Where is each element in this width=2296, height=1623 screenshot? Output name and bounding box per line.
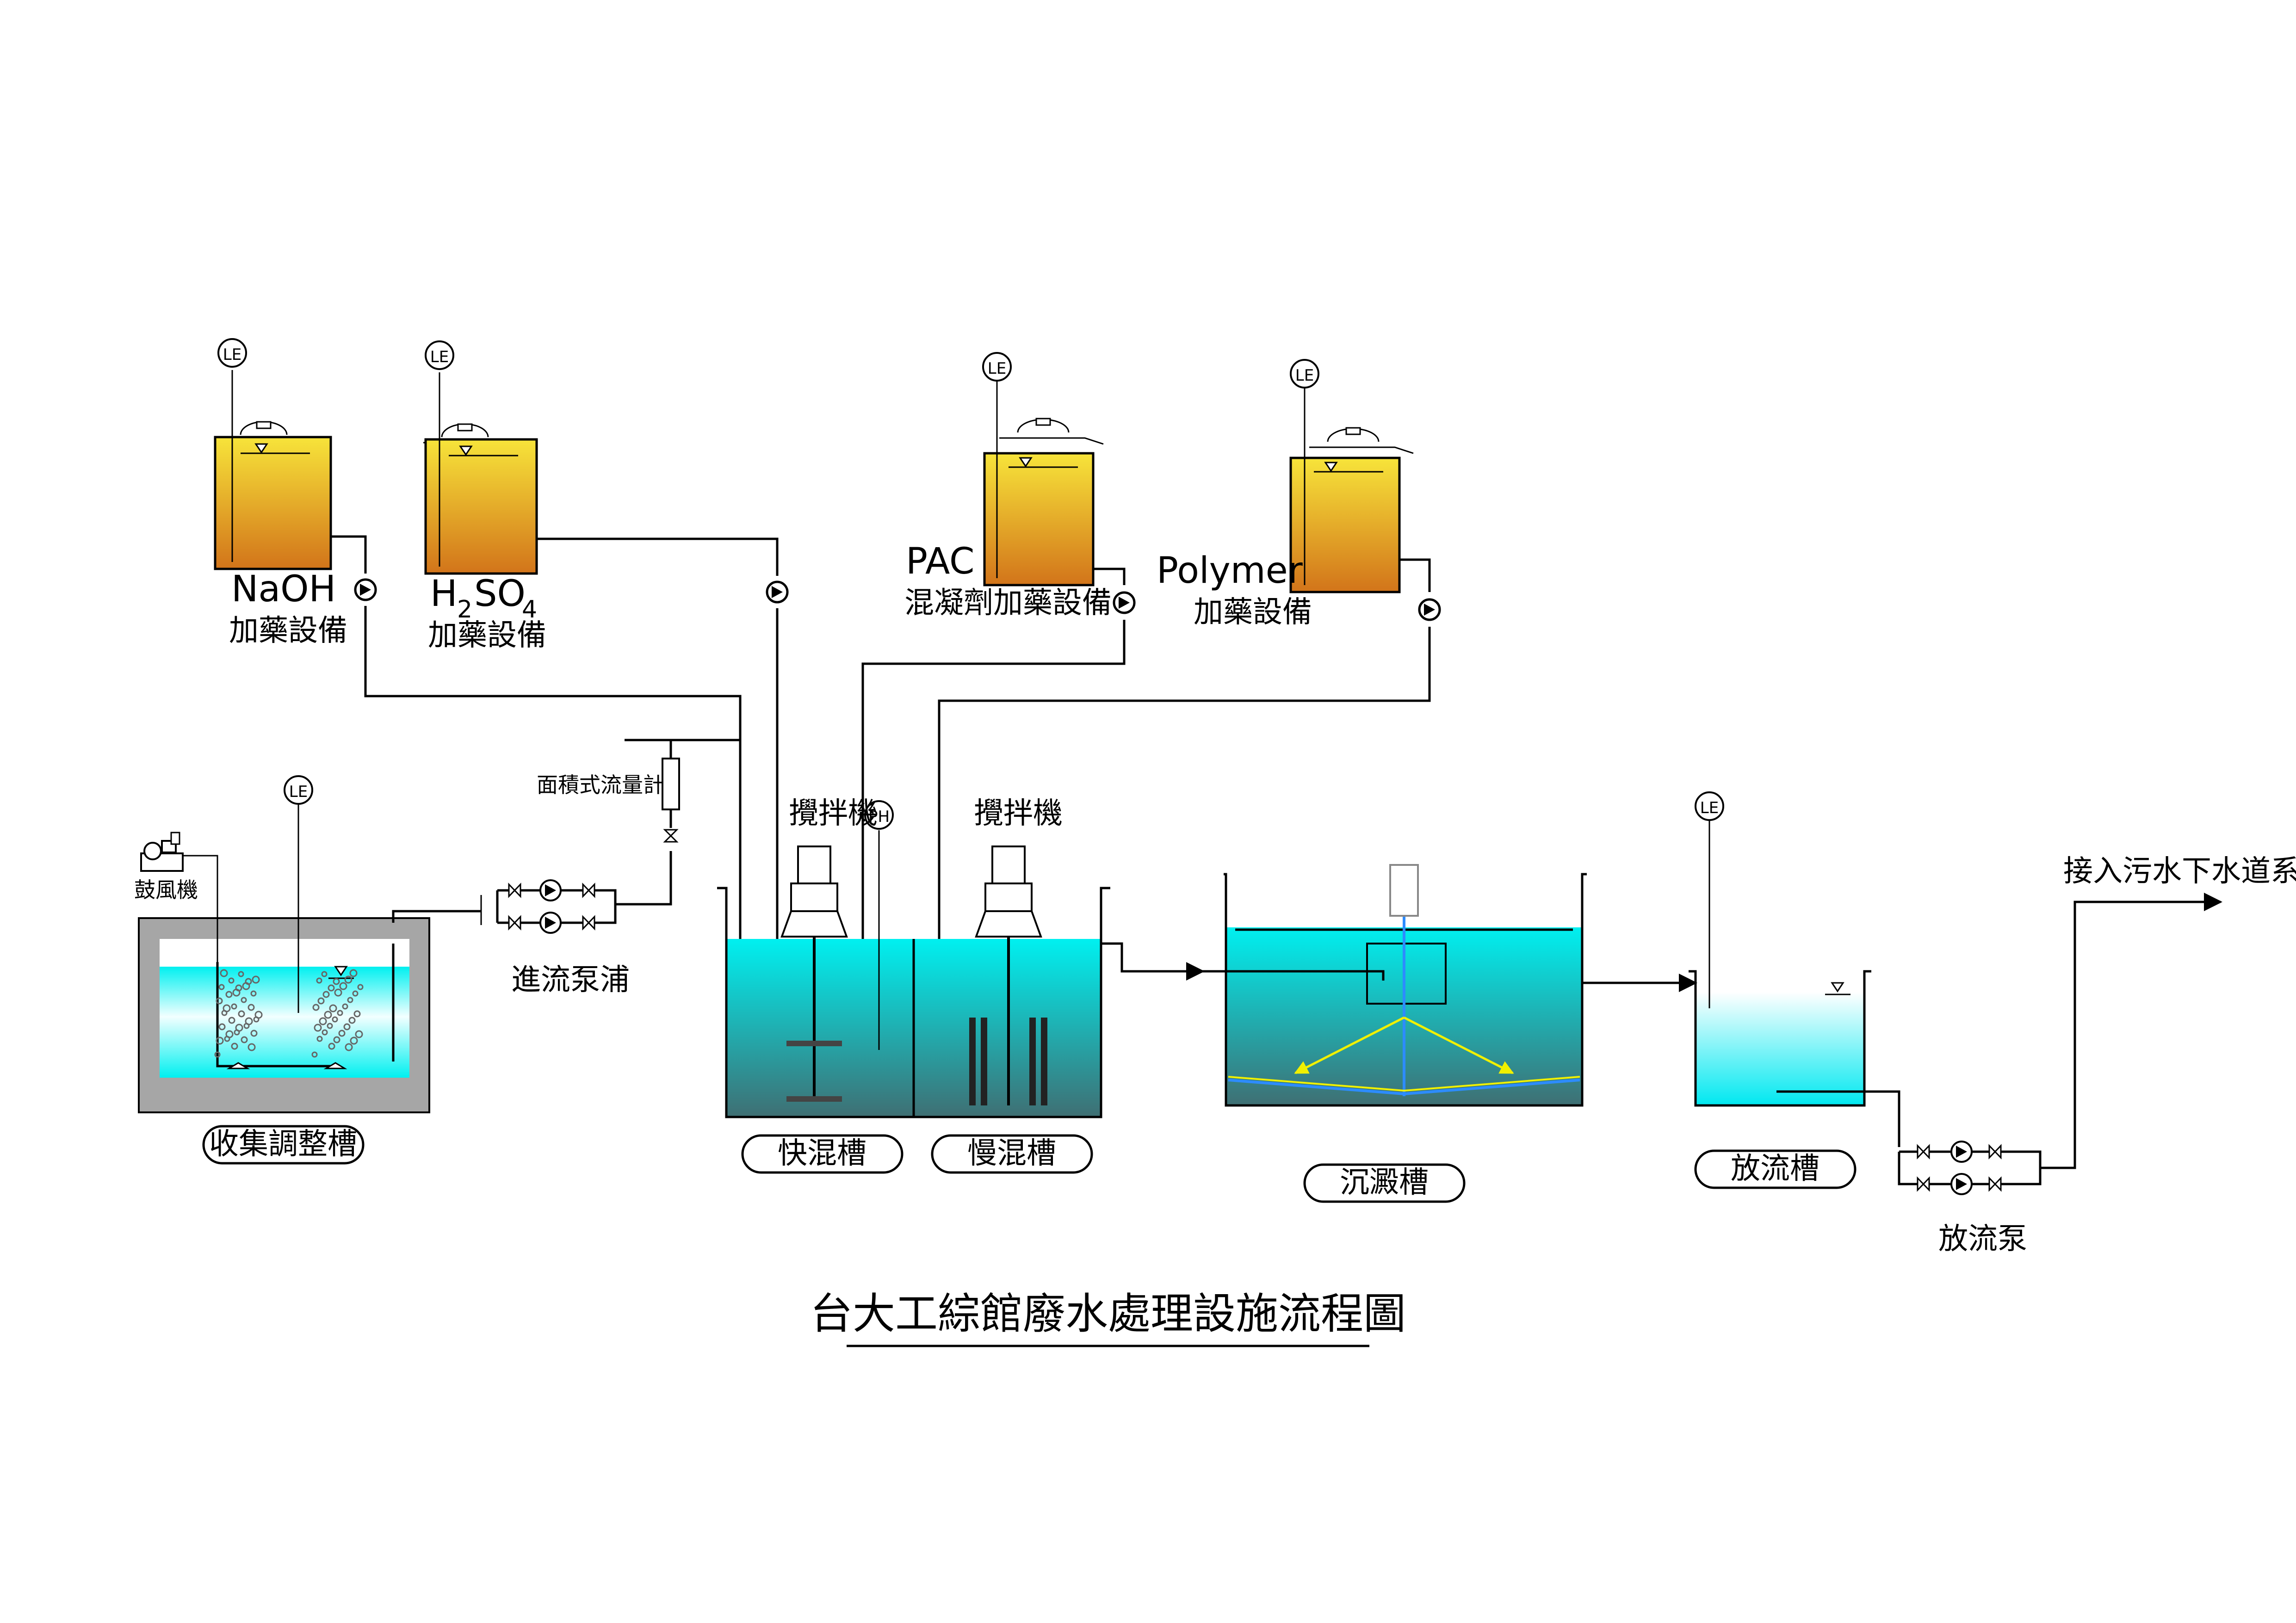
level-sensor-icon xyxy=(284,775,313,805)
slow-mix-badge: 慢混槽 xyxy=(931,1134,1093,1174)
diagram-title: 台大工綜館廢水處理設施流程圖 xyxy=(810,1289,1406,1339)
collection-tank-badge: 收集調整槽 xyxy=(202,1125,365,1165)
mix-tanks xyxy=(717,830,1110,1118)
sedimentation-tank xyxy=(1203,864,1587,1107)
inflow-pump-icon xyxy=(392,739,740,934)
naoh-label: 加藥設備 xyxy=(229,614,347,648)
level-sensor-icon xyxy=(1290,359,1319,389)
slow-mix-label: 慢混槽 xyxy=(967,1136,1056,1171)
svg-text:2: 2 xyxy=(457,596,472,623)
chem-tank-pac xyxy=(983,379,1104,586)
rapid-mix-badge: 快混槽 xyxy=(741,1134,904,1174)
mixer-1-label: 攪拌機 xyxy=(789,796,878,831)
inflow-pump-label: 進流泵浦 xyxy=(511,963,630,997)
polymer-formula: Polymer xyxy=(1157,550,1303,592)
level-sensor-icon xyxy=(425,340,454,370)
pac-formula: PAC xyxy=(906,541,975,582)
svg-text:H: H xyxy=(430,573,458,615)
level-sensor-icon xyxy=(217,338,247,368)
ph-tag: PH xyxy=(868,808,890,826)
svg-text:4: 4 xyxy=(522,596,537,623)
discharge-pump-label: 放流泵 xyxy=(1938,1222,2027,1256)
blower-label: 鼓風機 xyxy=(134,877,198,902)
discharge-tank xyxy=(1689,821,1900,1147)
level-sensor-icon xyxy=(1695,791,1724,821)
mixer-2-label: 攪拌機 xyxy=(974,796,1063,831)
level-sensor-icon xyxy=(982,352,1012,382)
aeration-bubbles xyxy=(214,969,364,1058)
collection-tank-label: 收集調整槽 xyxy=(209,1127,357,1161)
rapid-mix-label: 快混槽 xyxy=(778,1136,866,1171)
level-tag: LE xyxy=(223,346,241,364)
sedimentation-badge: 沉澱槽 xyxy=(1303,1163,1466,1203)
ph-sensor-icon xyxy=(864,800,894,830)
chem-tank-h2so4 xyxy=(423,372,538,575)
mix-outlet-pipe xyxy=(1101,942,1205,981)
dosing-lines xyxy=(331,535,1431,1029)
sedimentation-label: 沉澱槽 xyxy=(1340,1166,1429,1200)
level-tag: LE xyxy=(1295,366,1314,385)
level-tag: LE xyxy=(289,783,308,801)
discharge-pump-icon xyxy=(1898,893,2222,1195)
polymer-label: 加藥設備 xyxy=(1194,595,1312,629)
pac-label: 混凝劑加藥設備 xyxy=(904,586,1112,620)
svg-text:SO: SO xyxy=(474,573,526,615)
outlet-label: 接入污水下水道系統 xyxy=(2063,854,2296,889)
naoh-formula: NaOH xyxy=(231,568,336,610)
level-tag: LE xyxy=(988,359,1006,378)
chem-tank-naoh xyxy=(214,370,332,570)
h2so4-formula: H 2 SO 4 xyxy=(430,573,537,623)
chem-tank-polymer xyxy=(1289,389,1414,593)
dosing-pump-icon xyxy=(354,578,1441,621)
discharge-tank-badge: 放流槽 xyxy=(1694,1149,1857,1189)
collection-tank xyxy=(138,805,430,1113)
level-tag: LE xyxy=(430,348,449,366)
blower-icon xyxy=(140,832,218,962)
h2so4-label: 加藥設備 xyxy=(428,618,546,653)
flowmeter-label: 面積式流量計 xyxy=(537,772,664,797)
discharge-tank-label: 放流槽 xyxy=(1731,1152,1819,1186)
level-tag: LE xyxy=(1700,799,1719,817)
